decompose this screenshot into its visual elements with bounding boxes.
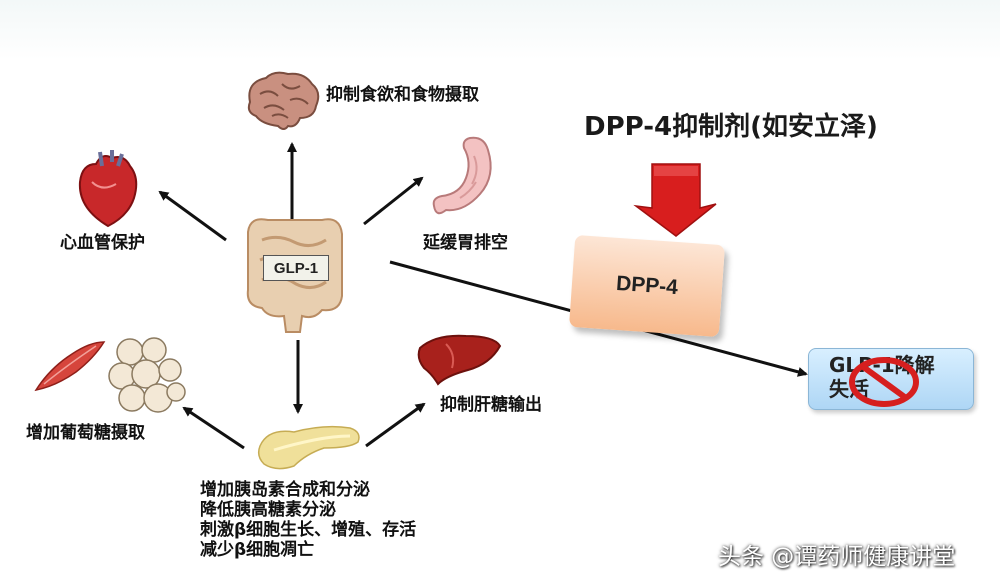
label-appetite: 抑制食欲和食物摄取 bbox=[326, 85, 479, 105]
no-sign-icon bbox=[849, 357, 919, 407]
effect-item: 增加胰岛素合成和分泌 bbox=[200, 480, 370, 500]
fat-cells-icon bbox=[108, 337, 186, 413]
watermark: 头条 @谭药师健康讲堂 bbox=[718, 544, 956, 570]
result-line-1: GLP-1降解 bbox=[829, 353, 935, 377]
arrow-to-muscle bbox=[182, 406, 245, 450]
muscle-icon bbox=[34, 341, 106, 392]
arrow-to-liver bbox=[365, 402, 426, 448]
arrow-to-heart bbox=[158, 190, 227, 242]
liver-icon bbox=[417, 334, 502, 386]
arrow-to-stomach bbox=[363, 176, 424, 226]
label-gastric: 延缓胃排空 bbox=[423, 233, 508, 253]
label-liver: 抑制肝糖输出 bbox=[440, 395, 542, 415]
heart-icon bbox=[78, 150, 138, 228]
brain-icon bbox=[247, 71, 320, 130]
dpp4-label: DPP-4 bbox=[615, 271, 679, 300]
pancreas-effects-list: 增加胰岛素合成和分泌 降低胰高糖素分泌 刺激β细胞生长、增殖、存活 减少β细胞凋… bbox=[200, 480, 416, 560]
effect-item: 刺激β细胞生长、增殖、存活 bbox=[200, 520, 417, 540]
stomach-icon bbox=[432, 136, 492, 215]
effect-item: 减少β细胞凋亡 bbox=[200, 540, 315, 560]
dpp4-box: DPP-4 bbox=[568, 234, 726, 338]
effect-item: 降低胰高糖素分泌 bbox=[200, 500, 336, 520]
label-glucose-uptake: 增加葡萄糖摄取 bbox=[26, 423, 145, 443]
pancreas-icon bbox=[257, 425, 360, 470]
label-cardio: 心血管保护 bbox=[60, 233, 145, 253]
red-down-arrow-icon bbox=[633, 163, 717, 237]
glp1-label: GLP-1 bbox=[263, 255, 329, 281]
dpp4-inhibitor-title: DPP-4抑制剂(如安立泽) bbox=[584, 112, 878, 142]
